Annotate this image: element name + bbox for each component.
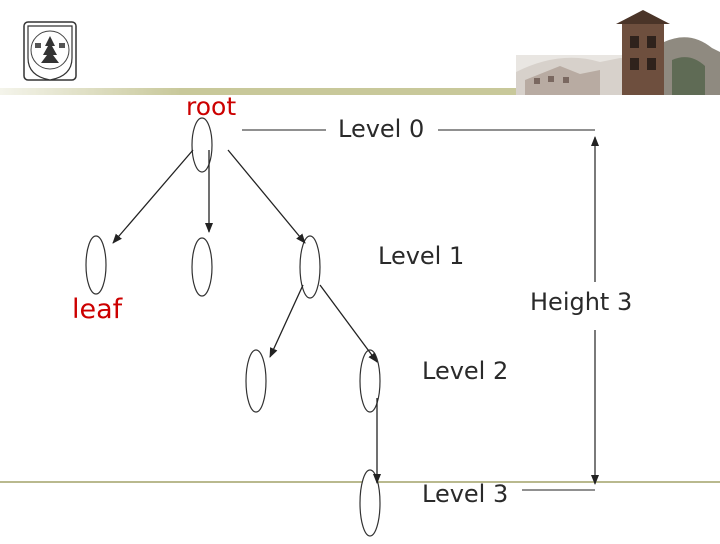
level1-left-node [85, 235, 107, 295]
height-label: Height 3 [530, 288, 633, 316]
university-seal-icon [23, 21, 77, 81]
leaf-label: leaf [72, 294, 123, 325]
level1-middle-node [191, 237, 213, 297]
level0-label: Level 0 [338, 115, 425, 143]
level2-right-node [359, 349, 381, 413]
level3-label: Level 3 [422, 480, 509, 508]
edge-right-right [319, 284, 378, 363]
root-label: root [186, 92, 237, 121]
level1-right-node [299, 235, 321, 299]
edge-root-right [227, 149, 306, 244]
level2-label: Level 2 [422, 357, 509, 385]
header-bar [0, 88, 520, 95]
edge-root-left [112, 149, 194, 244]
campus-tower-photo [516, 10, 720, 95]
root-node [191, 117, 213, 173]
level3-node [359, 469, 381, 537]
edge-right-left [269, 284, 304, 358]
level1-label: Level 1 [378, 242, 465, 270]
level2-left-node [245, 349, 267, 413]
